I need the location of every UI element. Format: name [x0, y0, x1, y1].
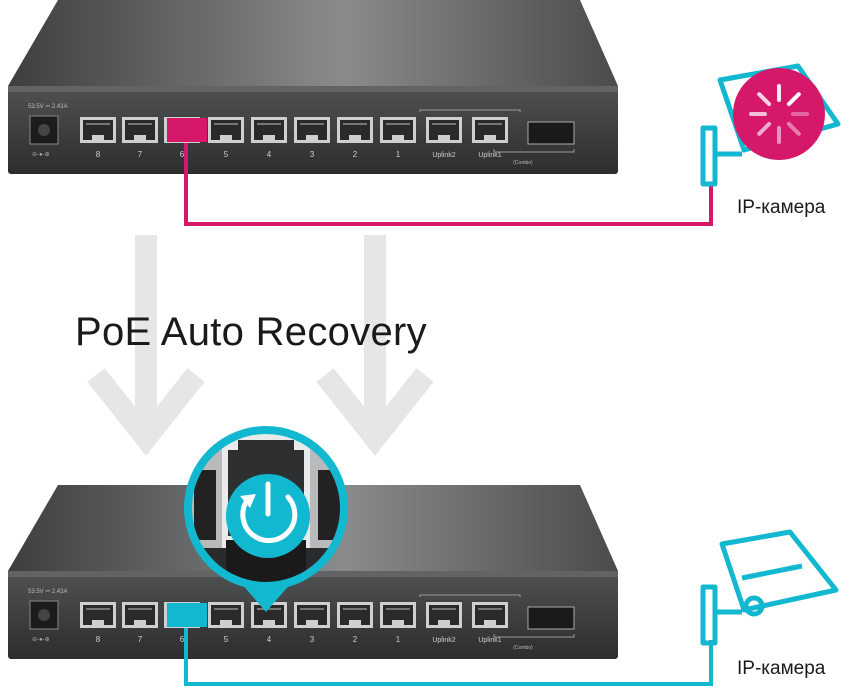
magnifier-lens: [184, 426, 348, 612]
ethernet-port: [426, 117, 462, 143]
ethernet-port: [337, 602, 373, 628]
port-group-bracket: [419, 594, 575, 638]
ethernet-port: [294, 117, 330, 143]
port-label: Uplink2: [432, 152, 455, 159]
ethernet-port: [472, 602, 508, 628]
ethernet-port: [294, 602, 330, 628]
port-label: 2: [353, 635, 358, 644]
port-row-top: 8 7 6 5 4 3 2 1 Uplink2 Uplink1 (Combo): [80, 109, 575, 166]
dc-jack: [29, 600, 59, 630]
cctv-camera-icon: [700, 529, 839, 646]
sfp-slot: [527, 606, 575, 630]
ip-camera-top: [700, 63, 841, 187]
port-label: 7: [138, 635, 143, 644]
ethernet-port: [208, 602, 244, 628]
svg-text:⊖-●-⊕: ⊖-●-⊕: [32, 152, 50, 158]
fault-port-marker: [167, 118, 207, 142]
port-label: 4: [267, 150, 272, 159]
port-label: 5: [224, 635, 229, 644]
ethernet-port: [380, 117, 416, 143]
spinner-tick: [786, 92, 801, 107]
arrow-down-left: [87, 235, 205, 456]
ethernet-port: [80, 117, 116, 143]
ethernet-port: [122, 117, 158, 143]
ethernet-port: [208, 117, 244, 143]
switch-bottom: 53.5V ⎓ 2.43A ⊖-●-⊕ 8 7 6 5 4 3 2 1 Uplink2 Uplin…: [8, 485, 618, 659]
port-label: 8: [96, 150, 101, 159]
cable-recovered: [184, 628, 713, 686]
port-label: Uplink1: [478, 152, 501, 159]
combo-label: (Combo): [513, 645, 533, 651]
svg-text:⊖-●-⊕: ⊖-●-⊕: [32, 637, 50, 643]
spinner-tick: [757, 92, 772, 107]
ethernet-port: [251, 117, 287, 143]
ethernet-port: [472, 117, 508, 143]
port-group-bracket: [419, 109, 575, 153]
ethernet-port: [426, 602, 462, 628]
ethernet-port: [337, 117, 373, 143]
cable-fault: [184, 143, 713, 226]
power-spec: 53.5V ⎓ 2.43A: [28, 589, 67, 595]
power-restart-icon: [226, 474, 310, 558]
arrow-down-right: [316, 235, 434, 456]
power-spec: 53.5V ⎓ 2.43A: [28, 104, 67, 110]
ethernet-port: [380, 602, 416, 628]
page-title: PoE Auto Recovery: [75, 310, 427, 354]
combo-label: (Combo): [513, 160, 533, 166]
port-label: 1: [396, 150, 401, 159]
port-label: 3: [310, 635, 315, 644]
port-label: 6: [180, 150, 185, 159]
port-label: 7: [138, 150, 143, 159]
camera-label-top: IP-камера: [737, 197, 826, 218]
port-label: 6: [180, 635, 185, 644]
port-label: 3: [310, 150, 315, 159]
port-label: Uplink2: [432, 637, 455, 644]
port-label: 4: [267, 635, 272, 644]
port-label: 5: [224, 150, 229, 159]
ip-camera-bottom: [700, 529, 839, 646]
sfp-slot: [527, 121, 575, 145]
ethernet-port: [122, 602, 158, 628]
port-label: Uplink1: [478, 637, 501, 644]
ethernet-port: [80, 602, 116, 628]
camera-label-bottom: IP-камера: [737, 658, 826, 679]
spinner-tick: [757, 121, 772, 136]
switch-top: 53.5V ⎓ 2.43A ⊖-●-⊕ 8 7 6 5 4 3 2 1 Uplink2 Uplin…: [8, 0, 618, 174]
port-label: 2: [353, 150, 358, 159]
switch-top-lid: [8, 0, 618, 86]
spinner-tick: [786, 121, 801, 136]
port-row-bottom: 8 7 6 5 4 3 2 1 Uplink2 Uplink1 (Combo): [80, 594, 575, 651]
loading-spinner-icon: [733, 68, 825, 160]
recovered-port-marker: [167, 603, 207, 627]
port-label: 1: [396, 635, 401, 644]
port-label: 8: [96, 635, 101, 644]
